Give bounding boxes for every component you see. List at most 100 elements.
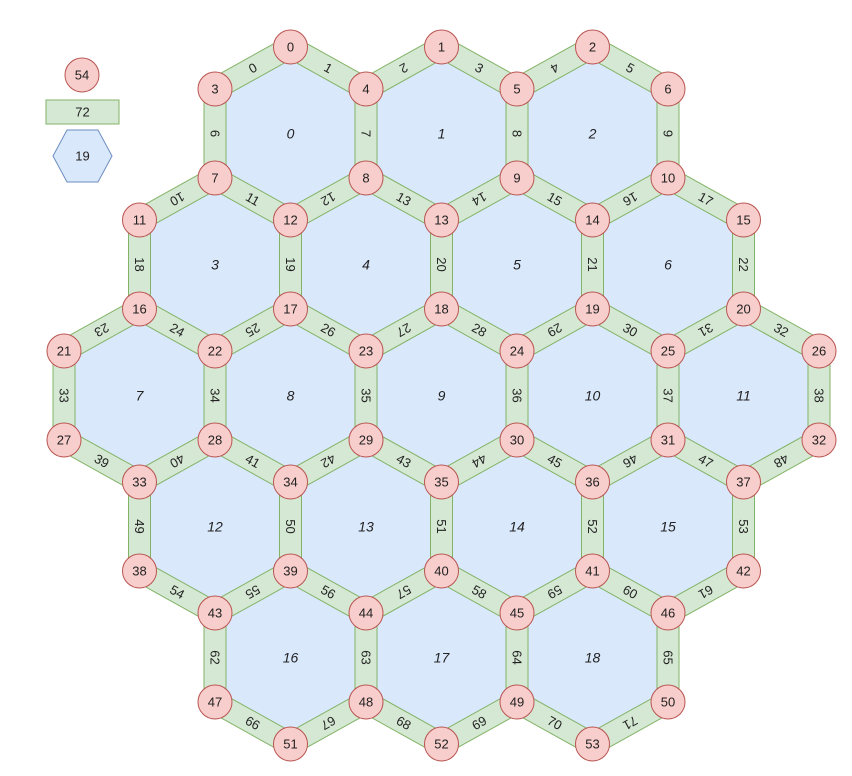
node-circle (650, 333, 686, 369)
road-label: 23 (92, 320, 112, 340)
node-label: 15 (736, 213, 750, 228)
node-circle (46, 422, 82, 458)
hex-label: 15 (660, 519, 676, 535)
hex-label: 18 (585, 650, 601, 666)
hex-label: 2 (588, 126, 597, 142)
node-label: 49 (510, 695, 524, 710)
road-label: 57 (394, 582, 414, 602)
node: 10 (650, 160, 686, 196)
road-label: 62 (208, 650, 223, 664)
node-label: 3 (211, 82, 218, 97)
road-label: 56 (318, 582, 338, 602)
road-label: 55 (243, 582, 263, 602)
node-label: 9 (513, 171, 520, 186)
hex-label: 0 (287, 126, 295, 142)
node-circle (197, 160, 233, 196)
node: 47 (197, 684, 233, 720)
node-circle (650, 684, 686, 720)
node: 28 (197, 422, 233, 458)
road-label: 50 (283, 519, 298, 533)
node-circle (122, 291, 157, 327)
node: 44 (348, 595, 384, 631)
road-label: 42 (318, 451, 338, 471)
node-circle (726, 202, 761, 238)
node: 7 (197, 160, 233, 196)
node-circle (348, 333, 384, 369)
node: 11 (122, 202, 157, 238)
road-label: 6 (208, 130, 223, 137)
legend-road-count: 72 (75, 105, 89, 120)
node: 49 (499, 684, 535, 720)
node: 46 (650, 595, 686, 631)
road-label: 8 (510, 130, 525, 137)
node: 23 (348, 333, 384, 369)
node: 43 (197, 595, 233, 631)
node: 21 (46, 333, 82, 369)
road: 52 (581, 481, 604, 572)
node-label: 16 (132, 302, 146, 317)
node-label: 19 (585, 302, 599, 317)
node-circle (499, 71, 535, 107)
node: 36 (575, 464, 610, 500)
node-label: 24 (510, 344, 524, 359)
node: 29 (348, 422, 384, 458)
road-label: 38 (812, 388, 827, 402)
node: 32 (801, 422, 837, 458)
node-circle (46, 333, 82, 369)
node-circle (650, 71, 686, 107)
road-label: 21 (585, 257, 600, 271)
road: 63 (354, 612, 378, 703)
node: 8 (348, 160, 384, 196)
node-circle (348, 595, 384, 631)
road-label: 66 (243, 713, 263, 733)
node-label: 4 (362, 82, 369, 97)
node-label: 20 (736, 302, 750, 317)
node-circle (650, 160, 686, 196)
hex-label: 1 (438, 126, 446, 142)
road: 53 (732, 481, 755, 572)
node-circle (650, 595, 686, 631)
node: 51 (273, 726, 308, 762)
road-label: 24 (167, 320, 187, 340)
node: 52 (424, 726, 459, 762)
node-label: 35 (434, 475, 448, 490)
road-label: 11 (243, 189, 262, 209)
node-circle (801, 333, 837, 369)
hex-label: 16 (283, 650, 299, 666)
node-circle (122, 202, 157, 238)
road-label: 58 (469, 582, 489, 602)
hex-label: 14 (509, 519, 525, 535)
node-label: 42 (736, 564, 750, 579)
node-label: 30 (510, 433, 524, 448)
node-label: 5 (513, 82, 520, 97)
node-label: 1 (438, 40, 445, 55)
node: 41 (575, 553, 610, 589)
node: 3 (197, 71, 233, 107)
road: 50 (279, 481, 302, 572)
node-label: 27 (57, 433, 71, 448)
legend-hex-count: 19 (75, 149, 89, 164)
node-label: 46 (661, 606, 675, 621)
road: 18 (128, 219, 151, 310)
road-label: 7 (359, 130, 374, 137)
node: 22 (197, 333, 233, 369)
node-label: 0 (287, 40, 294, 55)
node: 0 (273, 29, 308, 65)
road: 62 (203, 612, 227, 703)
node-circle (575, 726, 610, 762)
road-label: 51 (434, 519, 449, 533)
node: 33 (122, 464, 157, 500)
node: 14 (575, 202, 610, 238)
node-circle (197, 333, 233, 369)
node-label: 41 (585, 564, 599, 579)
road-label: 60 (620, 582, 640, 602)
node: 12 (273, 202, 308, 238)
node-circle (197, 422, 233, 458)
road-label: 17 (696, 189, 716, 209)
road-label: 71 (620, 713, 640, 733)
legend-road-swatch (45, 99, 120, 125)
node: 20 (726, 291, 761, 327)
hex-label: 3 (211, 257, 219, 273)
node-label: 38 (132, 564, 146, 579)
legend-hex-swatch (52, 129, 113, 183)
